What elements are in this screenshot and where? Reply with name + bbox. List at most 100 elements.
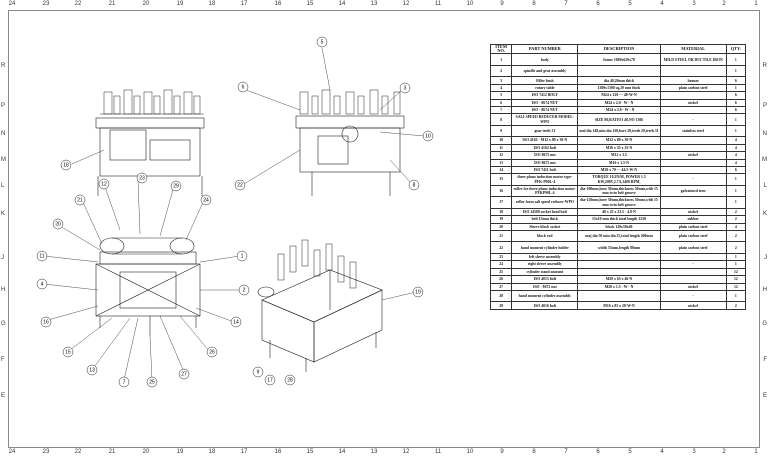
callout-circle [284, 374, 296, 386]
bom-item-no: 15 [489, 173, 513, 186]
callout-number: 2 [243, 287, 246, 293]
zone-label: 5 [628, 449, 632, 455]
zone-label: 14 [338, 1, 346, 7]
callout-circle [74, 194, 86, 206]
callout-number: 19 [415, 289, 421, 295]
callout-circle [412, 286, 424, 298]
zone-label: 9 [500, 1, 504, 7]
bom-item-no: 27 [489, 282, 513, 291]
bom-part-number: ISO 4162 bolt [511, 143, 579, 153]
bom-part-number: rotary table [511, 83, 579, 93]
bom-material: nickel [659, 282, 727, 291]
callout-number: 20 [55, 221, 61, 227]
callout-number: 12 [101, 181, 107, 187]
zone-label: J [764, 255, 767, 261]
callout-number: 25 [149, 379, 155, 385]
zone-label: 5 [628, 1, 632, 7]
callout-circle [399, 82, 411, 94]
callout-circle [146, 376, 158, 388]
bom-item-no: 20 [489, 222, 513, 232]
bom-material [659, 252, 727, 262]
zone-label: 6 [596, 449, 600, 455]
bom-part-number: right sleeve assembly [511, 260, 579, 269]
bom-material: nickel [659, 301, 727, 310]
callout-circle [206, 346, 218, 358]
callout-number: 26 [209, 349, 215, 355]
zone-label: 16 [274, 449, 282, 455]
callout-number: 1 [241, 253, 244, 259]
zone-label: P [1, 103, 6, 109]
zone-label: 6 [596, 1, 600, 7]
zone-label: 9 [500, 449, 504, 455]
bom-qty: 6 [725, 91, 747, 100]
bom-material [659, 91, 727, 100]
bom-item-no: 23 [489, 252, 513, 262]
bom-qty: 2 [725, 215, 747, 224]
zone-label: 14 [338, 449, 346, 455]
callout-number: 29 [173, 183, 179, 189]
bom-qty: 1 [725, 184, 747, 198]
bom-material [659, 275, 727, 284]
callout-circle [236, 250, 248, 262]
bom-description: frame 1680x620x78 [577, 53, 661, 66]
bom-material [659, 105, 727, 115]
zone-label: 7 [564, 449, 568, 455]
bom-part-number: ISO - 8672 nut [511, 282, 579, 291]
zone-label: 17 [240, 449, 248, 455]
bom-qty: 1 [725, 289, 747, 303]
callout-number: 6 [242, 84, 245, 90]
bom-qty: 1 [725, 196, 747, 209]
bom-material: plain carbon steel [659, 83, 727, 93]
callout-circle [237, 81, 249, 93]
zone-label: 13 [370, 449, 378, 455]
bom-part-number: block rod [511, 230, 579, 243]
bom-qty: 4 [725, 158, 747, 167]
bom-material: plain carbon steel [659, 230, 727, 243]
bom-item-no: 5 [489, 91, 513, 100]
zone-label: F [1, 357, 5, 363]
callout-circle [200, 194, 212, 206]
bom-part-number: SALI SPEED REDUCER MODEL-WPO [511, 113, 579, 126]
callout-number: 16 [43, 319, 49, 325]
bom-description: M24 x 2.0 - W - N [577, 98, 661, 107]
bom-item-no: 14 [489, 165, 513, 175]
zone-label: H [762, 287, 767, 293]
callout-circle [230, 316, 242, 328]
bom-material: galvanised iron [659, 184, 727, 198]
bom-part-number: cylinder stand amount [511, 267, 579, 277]
zone-label: N [1, 131, 6, 137]
bom-material [659, 143, 727, 153]
bom-item-no: 17 [489, 196, 513, 209]
callout-circle [36, 278, 48, 290]
bom-part-number: Sleeve block socket [511, 222, 579, 232]
bom-item-no: 26 [489, 275, 513, 284]
bom-description: width 55mm,length 80mm [577, 241, 661, 254]
zone-label: 2 [722, 449, 726, 455]
zone-label: 4 [660, 1, 664, 7]
zone-label: 7 [564, 1, 568, 7]
bom-material: nickel [659, 151, 727, 160]
bom-qty: 1 [725, 252, 747, 262]
bom-part-number: belt 15mm thick [511, 215, 579, 224]
bom-qty: 1 [725, 113, 747, 126]
bom-qty: 6 [725, 76, 747, 85]
bom-qty: 6 [725, 105, 747, 115]
bom-column-header: ITEM NO. [489, 43, 513, 55]
bom-qty: 1 [725, 260, 747, 269]
bom-material: stainless steel [659, 124, 727, 138]
zone-label: 17 [240, 1, 248, 7]
isometric-view [257, 239, 383, 372]
bom-part-number: three phase induction motor type-PFK-P90… [511, 173, 579, 186]
callout-circle [40, 316, 52, 328]
